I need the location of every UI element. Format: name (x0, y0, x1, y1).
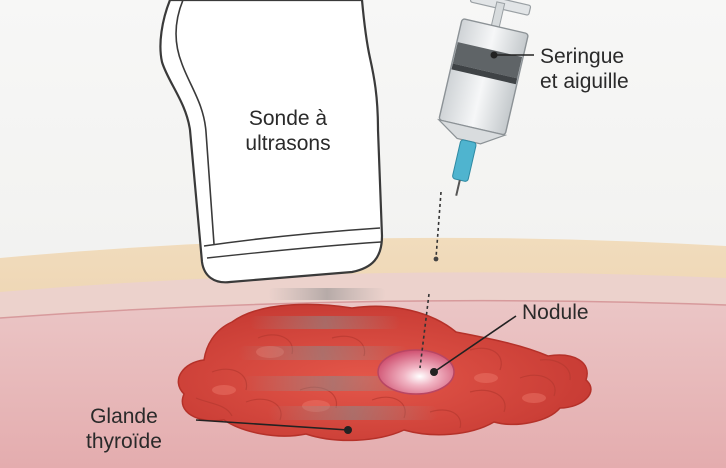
syringe-label-line-2: et aiguille (540, 69, 629, 94)
gland-label-line-2: thyroïde (86, 429, 162, 454)
nodule-leader-dot (430, 368, 438, 376)
syringe-label-line-1: Seringue (540, 44, 629, 69)
probe-label-line-2: ultrasons (223, 131, 353, 156)
gland-leader-dot (344, 426, 352, 434)
syringe-label: Seringue et aiguille (540, 44, 629, 94)
nodule-icon (378, 350, 454, 394)
nodule-label: Nodule (522, 300, 589, 325)
probe-label-line-1: Sonde à (223, 106, 353, 131)
syringe-leader-dot (491, 52, 498, 59)
probe-label: Sonde à ultrasons (0, 106, 726, 156)
gland-label: Glande thyroïde (86, 404, 162, 454)
gland-label-line-1: Glande (86, 404, 162, 429)
